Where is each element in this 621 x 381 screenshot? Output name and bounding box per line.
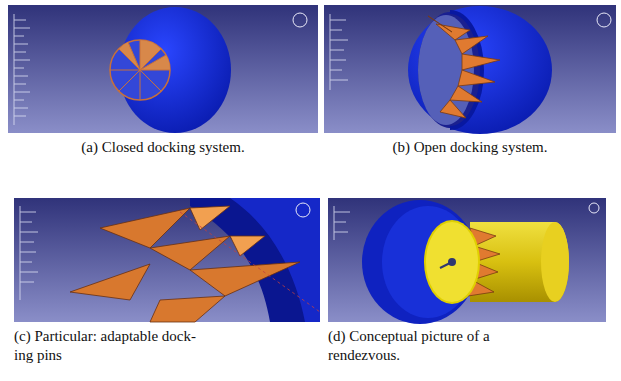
panel-rendezvous xyxy=(328,198,606,324)
figure-caption: (c) Particular: adaptable dock-ing pins xyxy=(14,327,200,365)
figure-caption: (a) Closed docking system. xyxy=(8,138,318,157)
figure-caption: (d) Conceptual picture of a rendezvous. xyxy=(328,327,494,365)
panel-open xyxy=(324,5,616,134)
panel-closed xyxy=(8,5,318,133)
panel-pins-detail xyxy=(14,198,320,322)
figure-caption: (b) Open docking system. xyxy=(324,138,616,157)
